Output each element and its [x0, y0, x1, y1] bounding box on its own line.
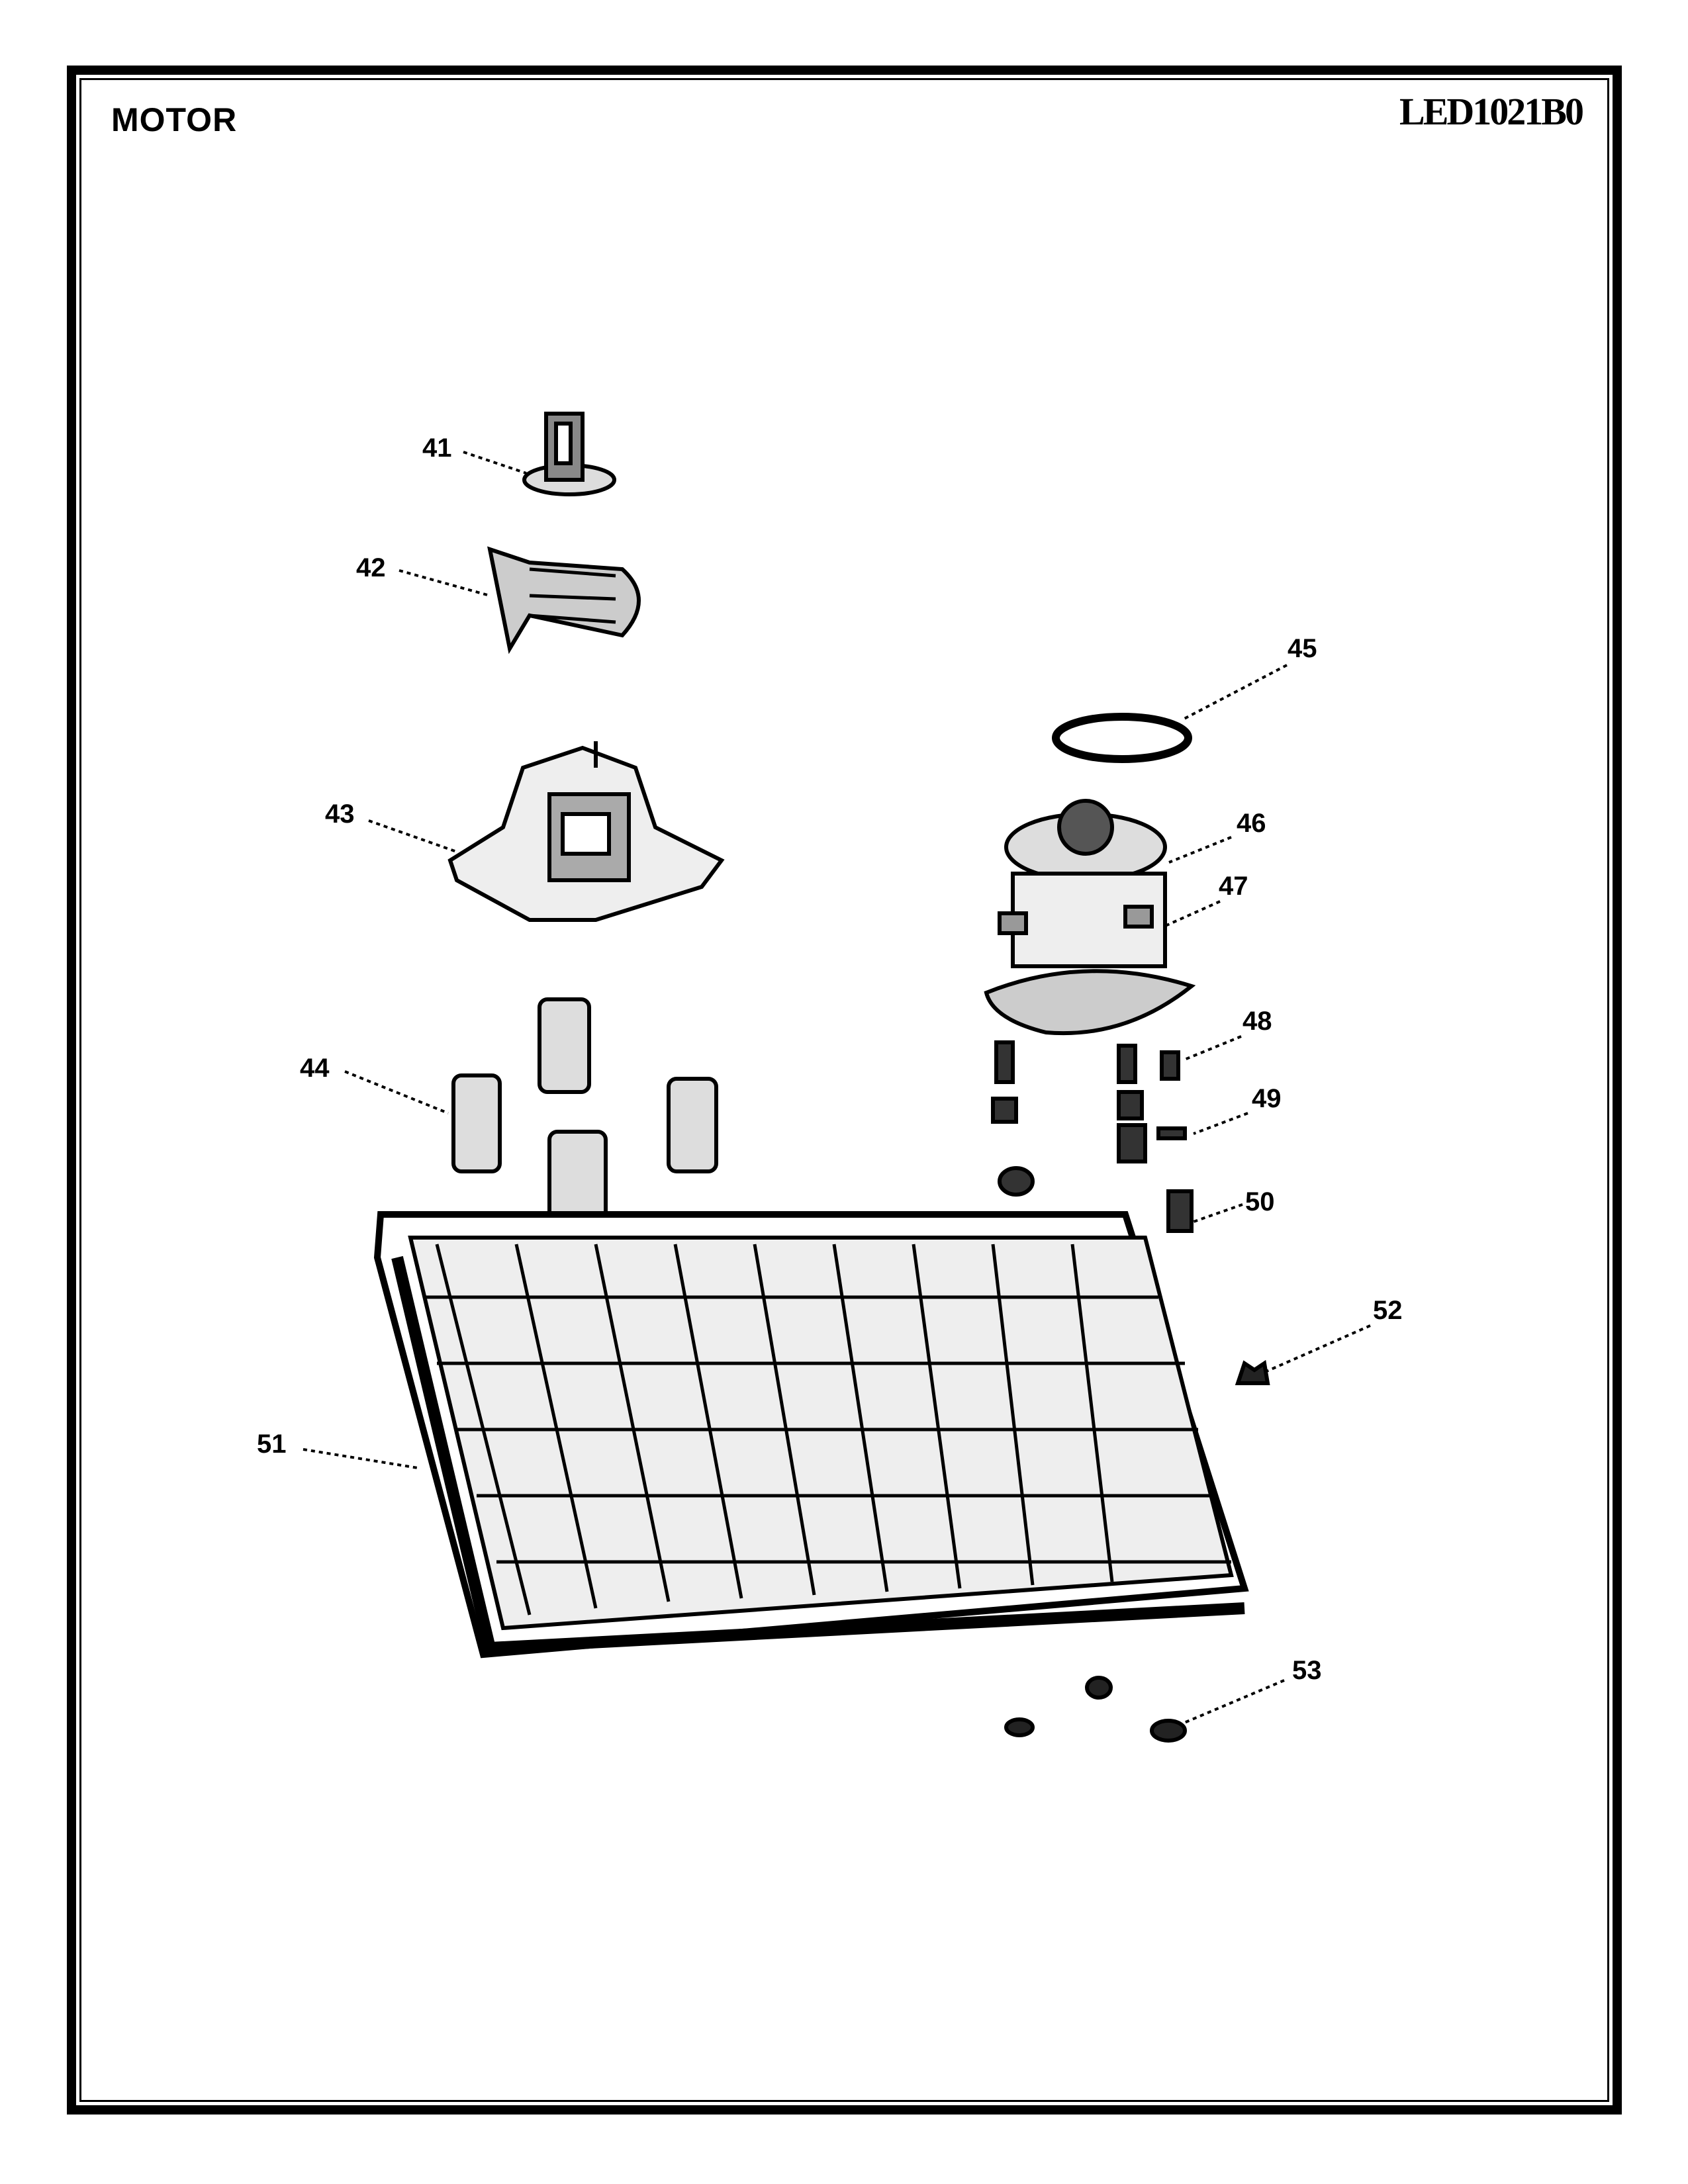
leader-49 [1193, 1112, 1248, 1135]
leader-42 [399, 569, 491, 597]
part-44-hoses [451, 997, 718, 1233]
base-grid [424, 1244, 1231, 1615]
section-title: MOTOR [111, 101, 238, 138]
leader-44 [344, 1070, 449, 1115]
leader-52 [1258, 1324, 1371, 1376]
leader-41 [463, 451, 527, 475]
callout-45: 45 [1288, 634, 1317, 663]
part-42-impeller [487, 546, 641, 655]
callout-49: 49 [1252, 1084, 1282, 1113]
part-48-50-mounts [991, 1040, 1194, 1233]
callout-46: 46 [1237, 809, 1266, 838]
callout-48: 48 [1243, 1007, 1272, 1036]
callout-50: 50 [1245, 1187, 1275, 1216]
callout-53: 53 [1292, 1656, 1322, 1685]
page-border [67, 66, 1622, 2115]
part-52-53-fasteners [1004, 1359, 1270, 1743]
leader-47 [1157, 900, 1221, 931]
leader-53 [1179, 1679, 1285, 1726]
leader-46 [1168, 836, 1232, 864]
part-51-base [373, 1211, 1249, 1659]
callout-42: 42 [356, 553, 386, 582]
part-46-47-motor [984, 799, 1196, 1036]
leader-43 [368, 819, 457, 853]
callout-52: 52 [1373, 1296, 1403, 1325]
callout-41: 41 [422, 433, 452, 463]
page-border-inner [79, 78, 1609, 2102]
part-45-gasket [1052, 713, 1192, 763]
callout-51: 51 [257, 1430, 287, 1459]
part-43-pump-housing [447, 741, 725, 922]
leader-48 [1182, 1035, 1242, 1062]
callout-47: 47 [1219, 872, 1248, 901]
model-number: LED1021B0 [1399, 90, 1584, 133]
callout-43: 43 [325, 799, 355, 829]
leader-lines [303, 451, 1371, 1726]
leader-50 [1193, 1203, 1243, 1223]
leader-45 [1182, 664, 1288, 721]
leader-51 [303, 1448, 418, 1469]
callout-44: 44 [300, 1054, 330, 1083]
part-41-coupling [522, 412, 616, 496]
